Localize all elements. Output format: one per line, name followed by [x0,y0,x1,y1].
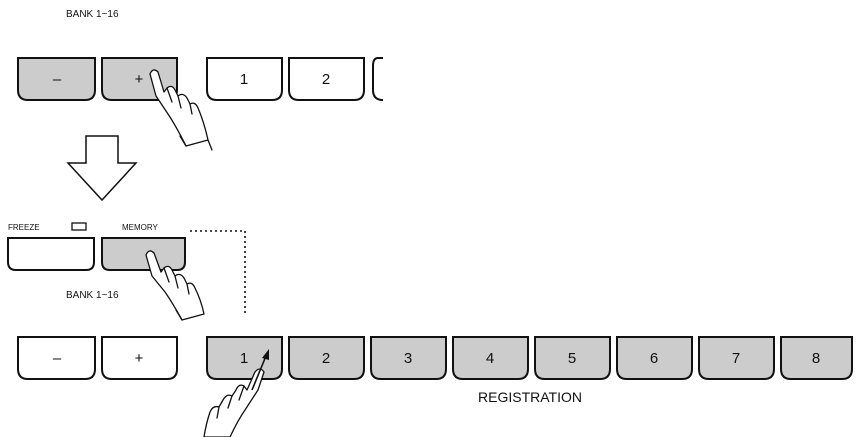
svg-text:+: + [135,350,144,367]
top-bank-label: BANK 1~16 [66,9,119,20]
svg-text:2: 2 [322,350,330,367]
top-bank-minus-button[interactable]: – [17,57,96,101]
svg-text:8: 8 [812,350,820,367]
registration-key-3[interactable]: 3 [370,336,447,380]
svg-text:+: + [135,71,144,88]
registration-key-7[interactable]: 7 [698,336,775,380]
freeze-led-indicator [71,222,87,231]
svg-text:3: 3 [404,350,412,367]
registration-key-6[interactable]: 6 [616,336,693,380]
svg-text:–: – [53,71,62,88]
top-registration-key-2[interactable]: 2 [288,57,365,101]
bottom-bank-minus-button[interactable]: – [17,336,96,380]
press-arrow-icon [251,355,267,391]
svg-text:1: 1 [240,350,248,367]
registration-key-8[interactable]: 8 [780,336,853,380]
bottom-bank-plus-button[interactable]: + [101,336,178,380]
svg-text:–: – [53,350,62,367]
top-partial-key-edge [372,57,384,101]
freeze-label: FREEZE [8,223,40,232]
registration-key-1[interactable]: 1 [206,336,283,380]
svg-text:6: 6 [650,350,658,367]
down-arrow-icon [66,135,138,202]
registration-label: REGISTRATION [478,389,582,405]
svg-text:2: 2 [322,71,330,88]
svg-text:1: 1 [240,71,248,88]
svg-text:7: 7 [732,350,740,367]
bottom-bank-label: BANK 1~16 [66,290,119,301]
registration-key-2[interactable]: 2 [288,336,365,380]
top-registration-key-1[interactable]: 1 [206,57,283,101]
registration-key-4[interactable]: 4 [452,336,529,380]
press-arrow-head-icon [262,349,269,360]
dotted-connector-line [190,230,246,316]
freeze-button[interactable] [7,237,95,271]
hand-pressing-plus-icon [149,69,213,151]
memory-label: MEMORY [122,223,159,232]
svg-text:4: 4 [486,350,494,367]
registration-key-5[interactable]: 5 [534,336,611,380]
hand-pressing-memory-icon [145,250,205,321]
memory-button[interactable] [101,237,186,271]
svg-text:5: 5 [568,350,576,367]
